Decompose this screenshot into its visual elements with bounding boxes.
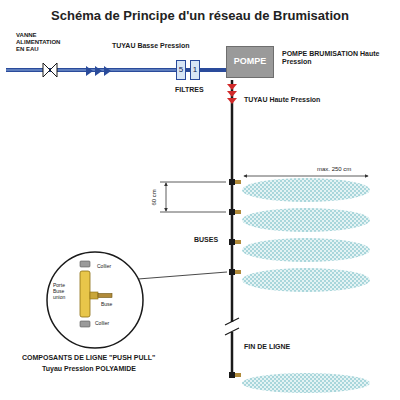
dimension-label: max. 250 cm: [316, 166, 352, 173]
node-text: 5: [179, 66, 183, 75]
break-mark: [225, 318, 239, 335]
filter-cartridge: 1: [190, 60, 200, 80]
end-label: FIN DE LIGNE: [244, 343, 290, 351]
collar: [80, 261, 90, 267]
diagram-title: Schéma de Principe d'un réseau de Brumis…: [0, 8, 400, 23]
valve-label: VANNE ALIMENTATION EN EAU: [16, 32, 68, 53]
nozzle-label: BUSES: [194, 236, 218, 244]
water-valve: [43, 63, 57, 77]
nozzle-body: [90, 292, 98, 299]
pipe-connector: [200, 68, 226, 72]
spacing-dimension: [160, 182, 226, 212]
part-label: Collier: [97, 264, 111, 270]
high-pressure-pipe: [231, 332, 234, 378]
filter-label: FILTRES: [175, 86, 204, 94]
pump-label: POMPE BRUMISATION Haute Pression: [282, 50, 382, 66]
nozzle: [229, 179, 241, 378]
components-subtitle: Tuyau Pression POLYAMIDE: [42, 365, 136, 373]
part-label: Collier: [95, 321, 109, 327]
filter-cartridge: 5: [176, 60, 186, 80]
node-text: 1: [193, 66, 197, 75]
components-title: COMPOSANTS DE LIGNE "PUSH PULL": [22, 354, 155, 362]
pipe-label: TUYAU Haute Pression: [244, 96, 320, 104]
pipe-label: TUYAU Basse Pression: [112, 42, 190, 50]
pump-box: POMPE: [226, 46, 274, 78]
collar: [80, 321, 90, 327]
part-label: Porte Buse union: [53, 283, 75, 300]
part-label: Buse: [101, 302, 112, 308]
nozzle-holder-union: [80, 271, 90, 317]
pressure-arrows: [227, 84, 237, 104]
dimension-label: 60 cm: [151, 189, 158, 205]
width-dimension: [244, 176, 368, 177]
detail-leader: [138, 272, 227, 279]
mist-cloud: [242, 178, 370, 393]
flow-arrows: [86, 66, 111, 76]
nozzle-tip: [98, 294, 112, 298]
detail-circle: [47, 252, 143, 348]
push-pull-components: [80, 261, 112, 327]
high-pressure-pipe: [231, 80, 234, 322]
node-text: POMPE: [234, 57, 267, 67]
